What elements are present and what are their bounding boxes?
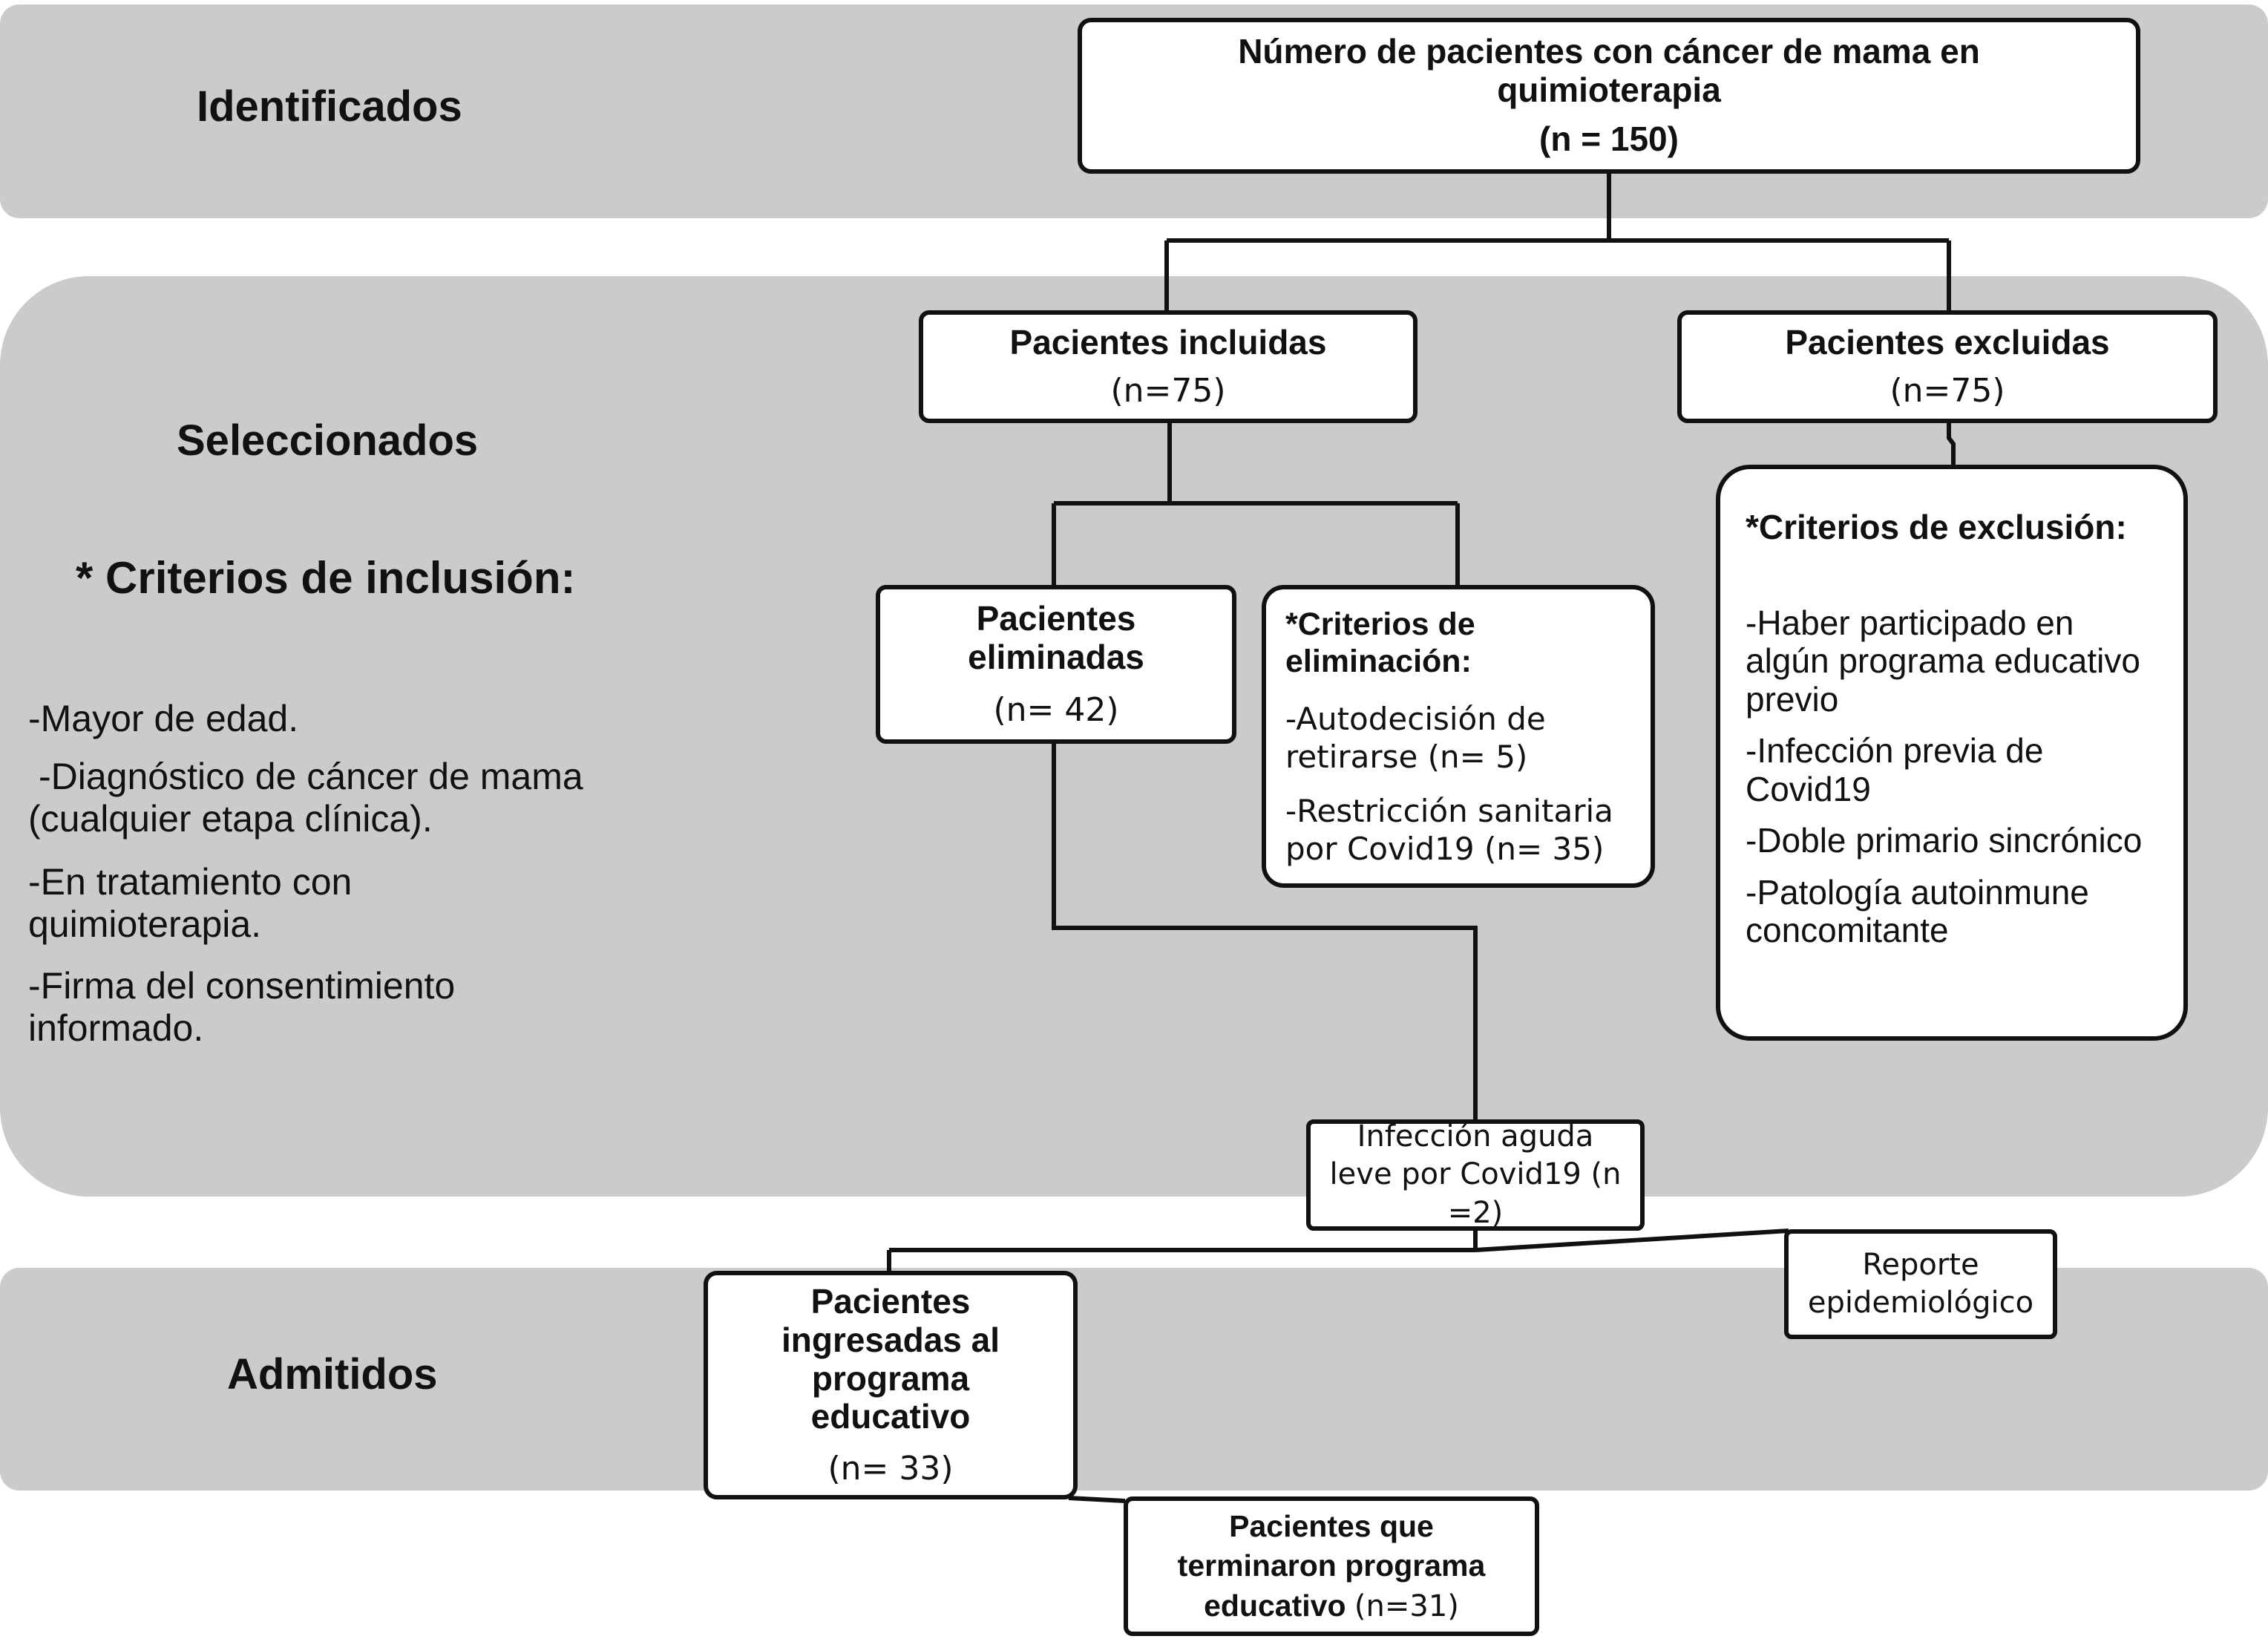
stage-label-identified: Identificados — [197, 82, 462, 131]
exclusion-criteria-title: *Criterios de exclusión: — [1746, 508, 2127, 546]
included-patients-title: Pacientes incluidas — [1009, 322, 1327, 362]
epidemiological-report-box: Reporte epidemiológico — [1784, 1229, 2057, 1339]
elimination-criteria-item: -Restricción sanitaria por Covid19 (n= 3… — [1285, 793, 1613, 868]
epidemiological-report-text: Reporte epidemiológico — [1807, 1247, 2034, 1320]
admitted-patients-box: Pacientes ingresadas al programa educati… — [704, 1271, 1078, 1499]
eliminated-patients-box: Pacientes eliminadas (n= 42) — [876, 585, 1236, 744]
eliminated-patients-title: Pacientes eliminadas — [968, 598, 1144, 676]
finished-patients-text: Pacientes que terminaron programa educat… — [1147, 1507, 1515, 1626]
exclusion-criteria-item: -Doble primario sincrónico — [1746, 821, 2143, 860]
exclusion-criteria-item: -Haber participado en algún programa edu… — [1746, 603, 2140, 719]
connector-excluded-criteria — [1947, 423, 1956, 465]
connector-eliminated-infection — [1052, 742, 1478, 1121]
total-patients-title: Número de pacientes con cáncer de mama e… — [1238, 32, 1980, 110]
exclusion-criteria-box: *Criterios de exclusión: -Haber particip… — [1716, 465, 2188, 1041]
finished-patients-count: (n=31) — [1354, 1589, 1459, 1623]
included-patients-count: (n=75) — [1110, 372, 1226, 410]
admitted-patients-count: (n= 33) — [827, 1450, 954, 1488]
infection-text: Infección aguda leve por Covid19 (n =2) — [1329, 1119, 1622, 1230]
finished-patients-box: Pacientes que terminaron programa educat… — [1124, 1496, 1539, 1636]
inclusion-item: -Diagnóstico de cáncer de mama (cualquie… — [28, 756, 583, 840]
infection-box: Infección aguda leve por Covid19 (n =2) — [1306, 1119, 1645, 1231]
elimination-criteria-box: *Criterios de eliminación: -Autodecisión… — [1262, 585, 1655, 888]
inclusion-item: -En tratamiento con quimioterapia. — [28, 861, 353, 945]
exclusion-criteria-item: -Infección previa de Covid19 — [1746, 731, 2044, 808]
stage-label-selected: Seleccionados — [177, 416, 479, 465]
exclusion-criteria-item: -Patología autoinmune concomitante — [1746, 872, 2089, 950]
total-patients-box: Número de pacientes con cáncer de mama e… — [1078, 18, 2140, 174]
admitted-patients-title: Pacientes ingresadas al programa educati… — [781, 1281, 1000, 1436]
inclusion-criteria-title: * Criterios de inclusión: — [76, 553, 576, 603]
elimination-criteria-title: *Criterios de eliminación: — [1285, 606, 1475, 680]
included-patients-box: Pacientes incluidas (n=75) — [919, 310, 1418, 423]
stage-label-admitted: Admitidos — [227, 1350, 438, 1398]
elimination-criteria-item: -Autodecisión de retirarse (n= 5) — [1285, 700, 1546, 775]
inclusion-item: -Firma del consentimiento informado. — [28, 965, 456, 1049]
finished-patients-title: Pacientes que terminaron programa educat… — [1177, 1509, 1486, 1623]
eliminated-patients-count: (n= 42) — [993, 691, 1119, 730]
inclusion-item: -Mayor de edad. — [28, 698, 299, 739]
excluded-patients-count: (n=75) — [1890, 372, 2005, 410]
excluded-patients-box: Pacientes excluidas (n=75) — [1677, 310, 2218, 423]
connector-to-report — [1475, 1229, 1789, 1252]
connector-admitted-finished — [1068, 1496, 1126, 1503]
total-patients-count: (n = 150) — [1539, 119, 1679, 158]
excluded-patients-title: Pacientes excluidas — [1785, 322, 2110, 362]
